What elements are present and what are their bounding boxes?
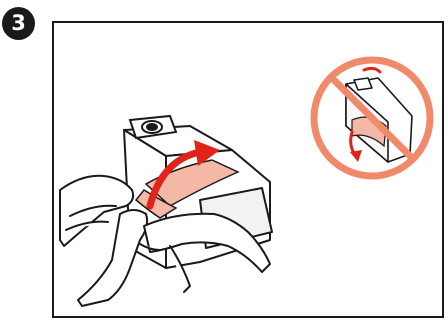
prohibition-icon [314,60,430,176]
